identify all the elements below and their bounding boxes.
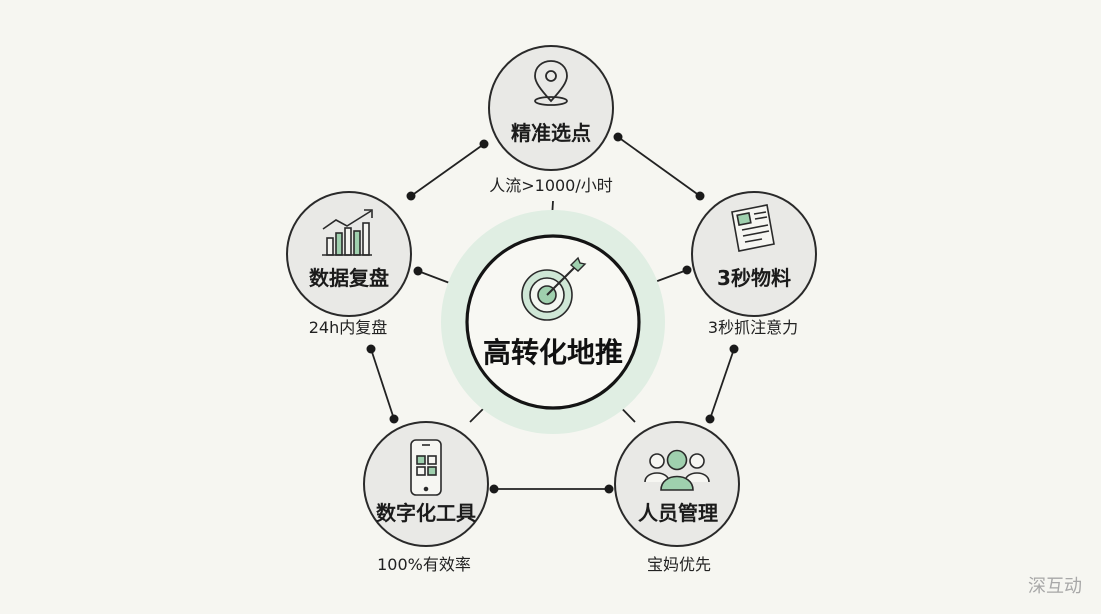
node-right[interactable]: 3秒物料 <box>691 191 817 317</box>
caption-right: 3秒抓注意力 <box>708 318 798 337</box>
node-title-bottom-right: 人员管理 <box>638 501 718 525</box>
node-bottom-right[interactable]: 人员管理 <box>614 421 740 547</box>
center-node[interactable]: 高转化地推 <box>441 210 665 434</box>
dot <box>695 191 705 201</box>
dot <box>413 266 423 276</box>
bar-chart-trend-icon <box>322 209 373 256</box>
connector-dots <box>366 132 739 494</box>
caption-bottom-left: 100%有效率 <box>377 555 471 574</box>
center-circle <box>465 234 641 410</box>
node-top[interactable]: 精准选点 <box>488 45 614 171</box>
connector-top-left <box>410 143 485 197</box>
connector-top-right <box>617 136 701 197</box>
connector-right-bottomright <box>709 348 735 420</box>
caption-bottom-right: 宝妈优先 <box>647 555 711 574</box>
people-group-icon <box>644 449 710 491</box>
dot <box>604 484 614 494</box>
center-title: 高转化地推 <box>483 336 623 369</box>
connector-left-bottomleft <box>370 348 395 420</box>
dot <box>682 265 692 275</box>
node-circle <box>488 45 614 171</box>
dot <box>479 139 489 149</box>
dot <box>613 132 623 142</box>
location-pin-icon <box>534 60 568 106</box>
dot <box>389 414 399 424</box>
phone-qr-icon <box>410 439 442 496</box>
dot <box>366 344 376 354</box>
node-title-right: 3秒物料 <box>717 266 791 290</box>
dot <box>406 191 416 201</box>
node-title-top: 精准选点 <box>511 121 591 145</box>
node-title-left: 数据复盘 <box>309 266 389 290</box>
node-bottom-left[interactable]: 数字化工具 <box>363 421 489 547</box>
caption-top: 人流>1000/小时 <box>489 176 613 195</box>
node-left[interactable]: 数据复盘 <box>286 191 412 317</box>
target-arrow-icon <box>521 256 587 321</box>
dot <box>729 344 739 354</box>
caption-left: 24h内复盘 <box>309 318 388 337</box>
watermark: 深互动 <box>1028 576 1082 597</box>
dot <box>705 414 715 424</box>
node-circle <box>691 191 817 317</box>
document-icon <box>731 204 775 252</box>
dot <box>489 484 499 494</box>
node-title-bottom-left: 数字化工具 <box>376 501 476 525</box>
